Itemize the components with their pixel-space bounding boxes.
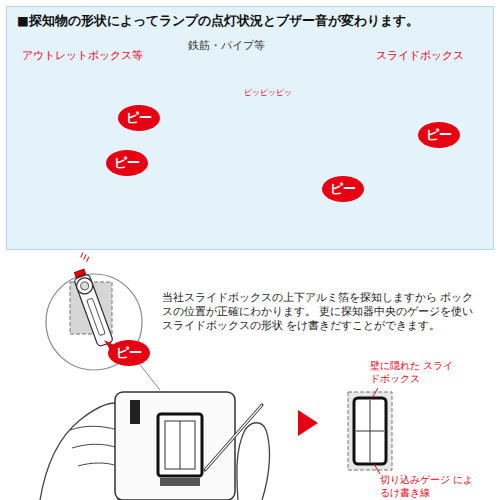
buzzer-bubble: ピー <box>106 150 148 176</box>
buzzer-sound: ピー <box>426 126 452 144</box>
buzzer-bubble: ピー <box>418 122 460 148</box>
buzzer-bubble: ピー <box>118 105 160 131</box>
sound-label: ピッピッピッ <box>244 88 304 98</box>
panel-heading: ■探知物の形状によってランプの点灯状況とブザー音が変わります。 <box>17 13 419 30</box>
buzzer-sound: ピー <box>116 344 142 362</box>
bottom-illustration <box>40 251 392 500</box>
detector-device <box>66 251 119 347</box>
buzzer-sound: ピー <box>330 180 356 198</box>
category-label: アウトレットボックス等 <box>22 48 162 62</box>
callout-label: 壁に隠れた スライドボックス <box>370 360 460 386</box>
buzzer-bubble: ピー <box>108 340 150 366</box>
description-note: 当社スライドボックスの上下アルミ箔を探知しますから ボックスの位置が正確にわかり… <box>162 290 480 333</box>
category-label: 鉄筋・パイプ等 <box>188 38 298 52</box>
buzzer-sound: ピー <box>114 154 140 172</box>
category-label: スライドボックス <box>376 48 486 62</box>
callout-label: 切り込みゲージ によるけ書き線 <box>380 474 480 500</box>
buzzer-bubble: ピー <box>322 176 364 202</box>
buzzer-sound: ピー <box>126 109 152 127</box>
